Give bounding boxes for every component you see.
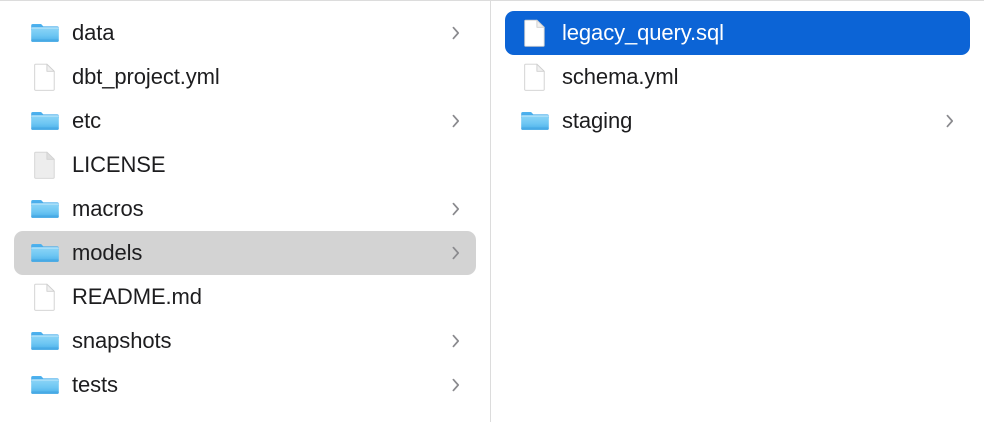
document-icon	[520, 18, 550, 48]
folder-row-models[interactable]: models	[14, 231, 476, 275]
folder-icon	[30, 326, 60, 356]
folder-icon	[30, 18, 60, 48]
file-row-license[interactable]: LICENSE	[14, 143, 476, 187]
document-icon	[30, 62, 60, 92]
file-row-dbt-project-yml[interactable]: dbt_project.yml	[14, 55, 476, 99]
folder-row-data[interactable]: data	[14, 11, 476, 55]
item-label: etc	[72, 108, 102, 133]
folder-icon	[30, 106, 60, 136]
chevron-right-icon[interactable]	[450, 244, 462, 262]
item-label: data	[72, 20, 115, 45]
plain-document-icon	[30, 150, 60, 180]
chevron-right-icon[interactable]	[450, 24, 462, 42]
item-label: snapshots	[72, 328, 172, 353]
folder-row-tests[interactable]: tests	[14, 363, 476, 407]
file-row-legacy-query-sql[interactable]: legacy_query.sql	[505, 11, 970, 55]
chevron-right-icon[interactable]	[450, 112, 462, 130]
folder-row-staging[interactable]: staging	[505, 99, 970, 143]
folder-row-etc[interactable]: etc	[14, 99, 476, 143]
item-label: legacy_query.sql	[562, 20, 724, 45]
folder-row-snapshots[interactable]: snapshots	[14, 319, 476, 363]
file-row-schema-yml[interactable]: schema.yml	[505, 55, 970, 99]
item-label: staging	[562, 108, 633, 133]
item-label: schema.yml	[562, 64, 679, 89]
item-label: README.md	[72, 284, 202, 309]
folder-icon	[30, 194, 60, 224]
folder-icon	[30, 370, 60, 400]
item-label: LICENSE	[72, 152, 166, 177]
file-row-readme-md[interactable]: README.md	[14, 275, 476, 319]
folder-icon	[520, 106, 550, 136]
chevron-right-icon[interactable]	[450, 200, 462, 218]
document-icon	[520, 62, 550, 92]
chevron-right-icon[interactable]	[944, 112, 956, 130]
item-label: dbt_project.yml	[72, 64, 220, 89]
document-icon	[30, 282, 60, 312]
item-label: tests	[72, 372, 118, 397]
item-label: macros	[72, 196, 144, 221]
chevron-right-icon[interactable]	[450, 332, 462, 350]
chevron-right-icon[interactable]	[450, 376, 462, 394]
item-label: models	[72, 240, 143, 265]
folder-row-macros[interactable]: macros	[14, 187, 476, 231]
folder-icon	[30, 238, 60, 268]
finder-column-child[interactable]: legacy_query.sql schema.yml staging	[491, 1, 983, 422]
